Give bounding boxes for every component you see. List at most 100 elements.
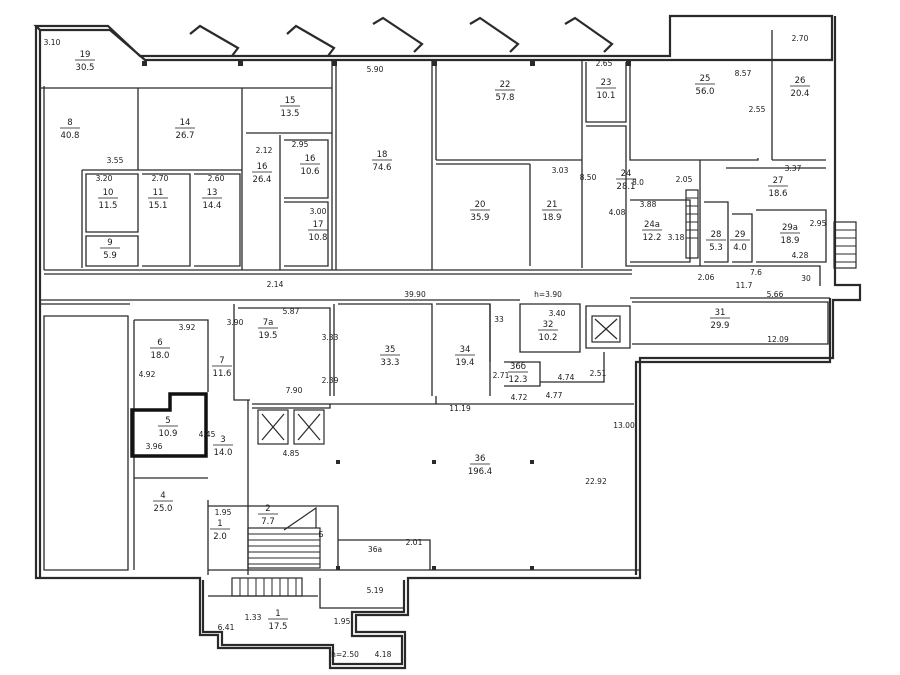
- room-number: 4: [160, 491, 165, 501]
- dimension-labels: 3.105.902.652.708.572.552.122.953.553.20…: [44, 34, 827, 659]
- dimension-label: 2.71: [493, 371, 510, 380]
- dimension-label: 4.85: [283, 449, 300, 458]
- dimension-label: h=3.90: [534, 290, 562, 299]
- room-number: 28: [711, 230, 722, 240]
- dimension-label: 8.0: [632, 178, 644, 187]
- dimension-label: 5.66: [767, 290, 784, 299]
- room-number: 16: [257, 162, 268, 172]
- interior-walls-upper: [40, 30, 827, 286]
- dimension-label: 3.33: [322, 333, 339, 342]
- room-area: 10.1: [597, 91, 616, 101]
- room-number: 6: [157, 338, 162, 348]
- dimension-label: 4.08: [609, 208, 626, 217]
- dimension-label: Б: [318, 530, 323, 539]
- dimension-label: 36а: [368, 545, 382, 554]
- dimension-label: 3.96: [146, 442, 163, 451]
- columns: [142, 61, 631, 570]
- dimension-label: 2.95: [810, 219, 827, 228]
- elevator-shafts: [257, 315, 621, 445]
- room-area: 7.7: [261, 517, 275, 527]
- dimension-label: 2.12: [256, 146, 273, 155]
- room-number: 11: [153, 188, 164, 198]
- room-number: 10: [103, 188, 114, 198]
- dimension-label: 4.92: [139, 370, 156, 379]
- dimension-label: 2.01: [406, 538, 423, 547]
- room-area: 19.4: [456, 358, 475, 368]
- dimension-label: 7.90: [286, 386, 303, 395]
- room-area: 11.6: [213, 369, 232, 379]
- dimension-label: 1.95: [215, 508, 232, 517]
- room-area: 18.9: [781, 236, 800, 246]
- room-area: 17.5: [269, 622, 288, 632]
- room-number: 13: [207, 188, 218, 198]
- room-number: 7: [219, 356, 224, 366]
- room-area: 196.4: [468, 467, 492, 477]
- room-number: 3: [220, 435, 225, 445]
- room-number: 36: [475, 454, 486, 464]
- room-area: 28.1: [617, 182, 636, 192]
- room-number: 31: [715, 308, 726, 318]
- dimension-label: 30: [801, 274, 811, 283]
- dimension-label: 3.88: [640, 200, 657, 209]
- room-number: 36б: [510, 362, 526, 372]
- dimension-label: 3.00: [310, 207, 327, 216]
- room-area: 14.4: [203, 201, 222, 211]
- room-number: 35: [385, 345, 396, 355]
- room-area: 20.4: [791, 89, 810, 99]
- room-number: 22: [500, 80, 511, 90]
- dimension-label: 22.92: [585, 477, 607, 486]
- room-area: 18.9: [543, 213, 562, 223]
- dimension-label: 13.00: [613, 421, 635, 430]
- dimension-label: 2.05: [676, 175, 693, 184]
- room-number: 1: [275, 609, 280, 619]
- dimension-label: 3.20: [96, 174, 113, 183]
- dimension-label: 1.33: [245, 613, 262, 622]
- dimension-label: 5.87: [283, 307, 300, 316]
- room-number: 7a: [263, 318, 274, 328]
- dimension-label: 2.14: [267, 280, 284, 289]
- dimension-label: 11.7: [736, 281, 753, 290]
- room-area: 56.0: [696, 87, 715, 97]
- dimension-label: h=2.50: [331, 650, 359, 659]
- stairs: [231, 189, 857, 597]
- room-area: 19.5: [259, 331, 278, 341]
- dimension-label: 3.03: [552, 166, 569, 175]
- room-area: 10.6: [301, 167, 320, 177]
- dimension-label: 3.90: [227, 318, 244, 327]
- dimension-label: 4.72: [511, 393, 528, 402]
- dimension-label: 2.51: [590, 369, 607, 378]
- room-area: 15.1: [149, 201, 168, 211]
- dimension-label: 39.90: [404, 290, 426, 299]
- dimension-label: 8.50: [580, 173, 597, 182]
- dimension-label: 2.60: [208, 174, 225, 183]
- dimension-label: 3.37: [785, 164, 802, 173]
- room-number: 20: [475, 200, 486, 210]
- dimension-label: 2.39: [322, 376, 339, 385]
- dimension-label: 3.40: [549, 309, 566, 318]
- dimension-label: 4.28: [792, 251, 809, 260]
- dimension-label: 4.74: [558, 373, 575, 382]
- room-number: 19: [80, 50, 91, 60]
- room-area: 25.0: [154, 504, 173, 514]
- room-area: 35.9: [471, 213, 490, 223]
- interior-walls-lower: [40, 297, 830, 609]
- room-area: 5.3: [709, 243, 723, 253]
- room-number: 5: [165, 416, 170, 426]
- room-number: 16: [305, 154, 316, 164]
- dimension-label: 1.95: [334, 617, 351, 626]
- room-area: 33.3: [381, 358, 400, 368]
- room-area: 30.5: [76, 63, 95, 73]
- dimension-label: 8.57: [735, 69, 752, 78]
- dimension-label: 4.18: [375, 650, 392, 659]
- room-area: 57.8: [496, 93, 515, 103]
- room-area: 12.2: [643, 233, 662, 243]
- room-area: 14.0: [214, 448, 233, 458]
- room-number: 29a: [782, 223, 798, 233]
- room-number: 15: [285, 96, 296, 106]
- dimension-label: 2.70: [792, 34, 809, 43]
- dimension-label: 2.95: [292, 140, 309, 149]
- dimension-label: 2.55: [749, 105, 766, 114]
- room-area: 13.5: [281, 109, 300, 119]
- room-number: 17: [313, 220, 324, 230]
- room-number: 14: [180, 118, 191, 128]
